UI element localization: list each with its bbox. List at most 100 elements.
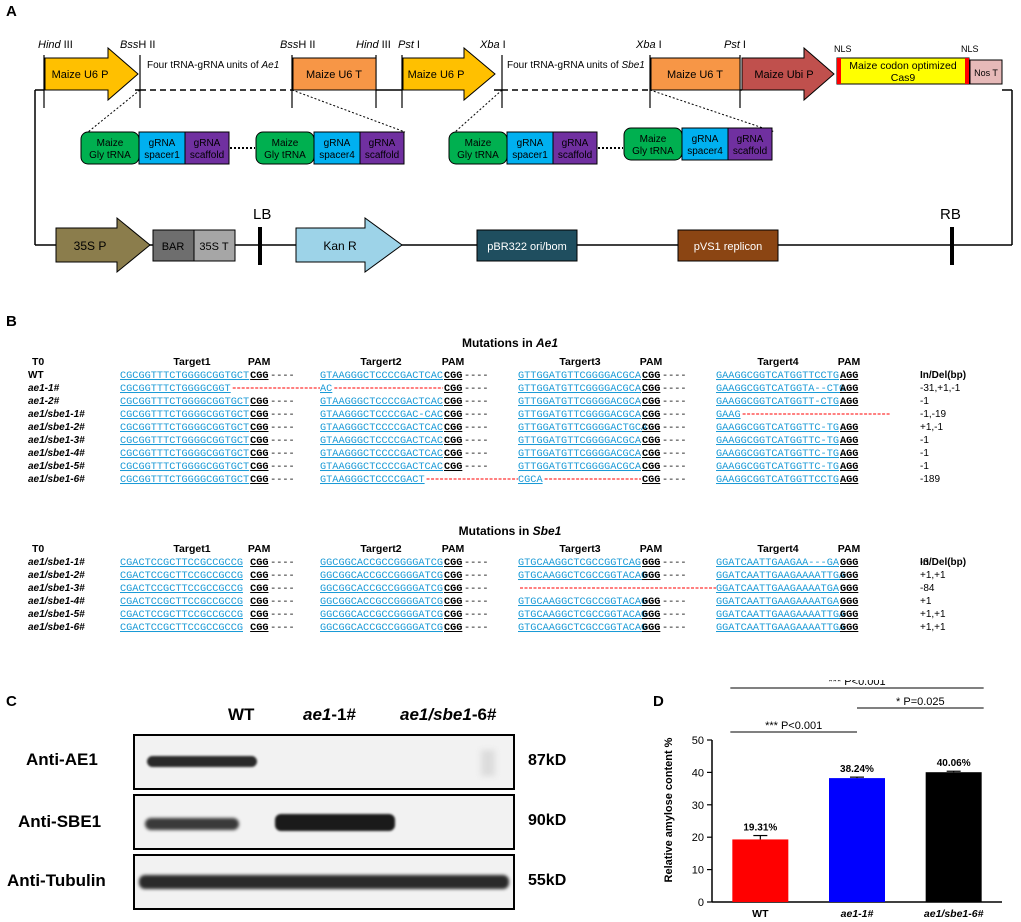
spacer4-a-l2: spacer4 xyxy=(319,150,355,161)
ae1-target-seq: CGCGGTTTCTGGGGCGGTGCT xyxy=(120,397,249,408)
ae1-target-seq: GTTGGATGTTCGGGGACGCA xyxy=(518,436,642,447)
ae1-indel: -31,+1,-1 xyxy=(920,383,961,394)
sbe1-pam-seq: GGG xyxy=(642,571,660,582)
ae1-pam-seq: AGG xyxy=(840,371,858,382)
trna-3-l2: Gly tRNA xyxy=(457,150,499,161)
ae1-header-pam-3: PAM xyxy=(640,356,663,368)
t35s-label: 35S T xyxy=(199,241,228,253)
ae1-target-seq: GTTGGATGTTCGGGGACGCA xyxy=(518,462,642,473)
kanr-label: Kan R xyxy=(323,239,357,253)
ae1-pam-seq: AGG xyxy=(840,436,858,447)
chart-y-tick-label: 40 xyxy=(692,767,704,779)
sbe1-target-seq: GGATCAATTGAAGAA---GA xyxy=(716,558,840,569)
sbe1-indel: +1,+1 xyxy=(920,622,946,633)
chart-sig-label: *** P<0.001 xyxy=(828,680,885,688)
trna-4-l2: Gly tRNA xyxy=(632,146,674,157)
ae1-row-label: ae1-1# xyxy=(28,383,60,394)
ae1-pam-seq: AGG xyxy=(840,423,858,434)
ae1-pam-seq: CGG xyxy=(642,449,660,460)
ae1-header-target-3: Targert3 xyxy=(559,356,600,368)
band-tubulin xyxy=(139,875,509,889)
amylose-bar-chart: Relative amylose content % 0102030405019… xyxy=(663,680,1002,920)
band-ae1-wt xyxy=(147,756,257,767)
lane-label-ae1: ae1-1# xyxy=(303,705,356,724)
trna-2-l2: Gly tRNA xyxy=(264,150,306,161)
panel-label-b: B xyxy=(6,313,17,330)
ae1-header-indel: In/Del(bp) xyxy=(920,370,966,381)
chart-y-tick-label: 30 xyxy=(692,800,704,812)
antibody-ae1: Anti-AE1 xyxy=(26,750,98,769)
sbe1-pam-seq: GGG xyxy=(840,558,858,569)
sbe1-pam-seq: CGG xyxy=(444,623,462,634)
ae1-spacer-dashes: ---- xyxy=(662,384,686,395)
ae1-pam-seq: CGG xyxy=(444,397,462,408)
ae1-header-pam-4: PAM xyxy=(838,356,861,368)
ae1-target-seq: GAAGGCGGTCATGGTTC-TG xyxy=(716,449,839,460)
trna-1-l1: Maize xyxy=(97,138,124,149)
ae1-target-seq: CGCGGTTTCTGGGGCGGTGCT xyxy=(120,410,249,421)
ae1-row-label: ae1-2# xyxy=(28,396,60,407)
ae1-pam-seq: CGG xyxy=(250,410,268,421)
ae1-pam-seq: CGG xyxy=(642,384,660,395)
sbe1-pam-seq: CGG xyxy=(250,571,268,582)
trna-2-l1: Maize xyxy=(272,138,299,149)
chart-value-label: 19.31% xyxy=(743,823,777,834)
trna-1-l2: Gly tRNA xyxy=(89,150,131,161)
sbe1-row-label: ae1/sbe1-5# xyxy=(28,609,85,620)
site-besshii-2: BssH II xyxy=(280,39,315,51)
ae1-pam-seq: CGG xyxy=(250,423,268,434)
ae1-spacer-dashes: ---- xyxy=(662,423,686,434)
ae1-target-seq: CGCGGTTTCTGGGGCGGTGCT xyxy=(120,371,249,382)
ae1-target-seq: CGCGGTTTCTGGGGCGGTGCT xyxy=(120,449,249,460)
ae1-spacer-dashes: ---- xyxy=(464,462,488,473)
ubi-label: Maize Ubi P xyxy=(754,69,813,81)
ae1-pam-seq: CGG xyxy=(250,449,268,460)
chart-y-tick-label: 10 xyxy=(692,865,704,877)
sbe1-spacer-dashes: ---- xyxy=(270,610,294,621)
kd-sbe1: 90kD xyxy=(528,812,567,829)
ae1-pam-seq: CGG xyxy=(250,475,268,486)
sbe1-pam-seq: CGG xyxy=(444,597,462,608)
spacer1-a-l2: spacer1 xyxy=(144,150,180,161)
chart-bar xyxy=(925,772,982,902)
spacer4-b-l1: gRNA xyxy=(692,134,719,145)
ae1-header-target-2: Targert2 xyxy=(360,356,401,368)
spacer4-b-l2: spacer4 xyxy=(687,146,723,157)
chart-sig-label: * P=0.025 xyxy=(896,696,945,708)
ae1-spacer-dashes: ---- xyxy=(662,436,686,447)
sbe1-target-seq: GTGCAAGGCTCGCCGGTACAG xyxy=(518,610,647,621)
u6p-label-2: Maize U6 P xyxy=(408,69,465,81)
lane-label-wt: WT xyxy=(228,705,255,724)
sbe1-pam-seq: GGG xyxy=(840,597,858,608)
pvs1-label: pVS1 replicon xyxy=(694,241,763,253)
p35s-label: 35S P xyxy=(74,239,107,253)
sbe1-spacer-dashes: ---- xyxy=(464,558,488,569)
panel-label-d: D xyxy=(653,693,664,710)
sbe1-spacer-dashes: ---- xyxy=(464,597,488,608)
ae1-spacer-dashes: ---- xyxy=(464,410,488,421)
ae1-indel: -1,-19 xyxy=(920,409,947,420)
scaffold-1-l2: scaffold xyxy=(190,150,224,161)
ae1-spacer-dashes: ---- xyxy=(662,371,686,382)
ae1-row-label: WT xyxy=(28,370,44,381)
spacer1-b-l2: spacer1 xyxy=(512,150,548,161)
sbe1-target-seq: GGATCAATTGAAGAAAATTGA xyxy=(716,623,846,634)
ae1-pam-seq: CGG xyxy=(444,384,462,395)
ae1-pam-seq: CGG xyxy=(250,397,268,408)
sbe1-spacer-dashes: ---- xyxy=(270,623,294,634)
band-sbe1-wt xyxy=(145,818,239,830)
sbe1-target-seq: GGCGGCACCGCCGGGGATCG xyxy=(320,558,443,569)
ae1-header-target-1: Target1 xyxy=(173,356,210,368)
sbe1-target-seq: CGACTCCGCTTCCGCCGCCG xyxy=(120,571,243,582)
ae1-spacer-dashes: ---- xyxy=(662,449,686,460)
sbe1-pam-seq: GGG xyxy=(840,571,858,582)
ae1-indel: -1 xyxy=(920,448,929,459)
sbe1-pam-seq: GGG xyxy=(642,558,660,569)
sbe1-indel: +1,+1 xyxy=(920,609,946,620)
ae1-pam-seq: CGG xyxy=(444,423,462,434)
ae1-target-seq: GTAAGGGCTCCCCGACTCAC xyxy=(320,371,443,382)
scaffold-2-l2: scaffold xyxy=(365,150,399,161)
blot-smudge xyxy=(481,750,495,776)
